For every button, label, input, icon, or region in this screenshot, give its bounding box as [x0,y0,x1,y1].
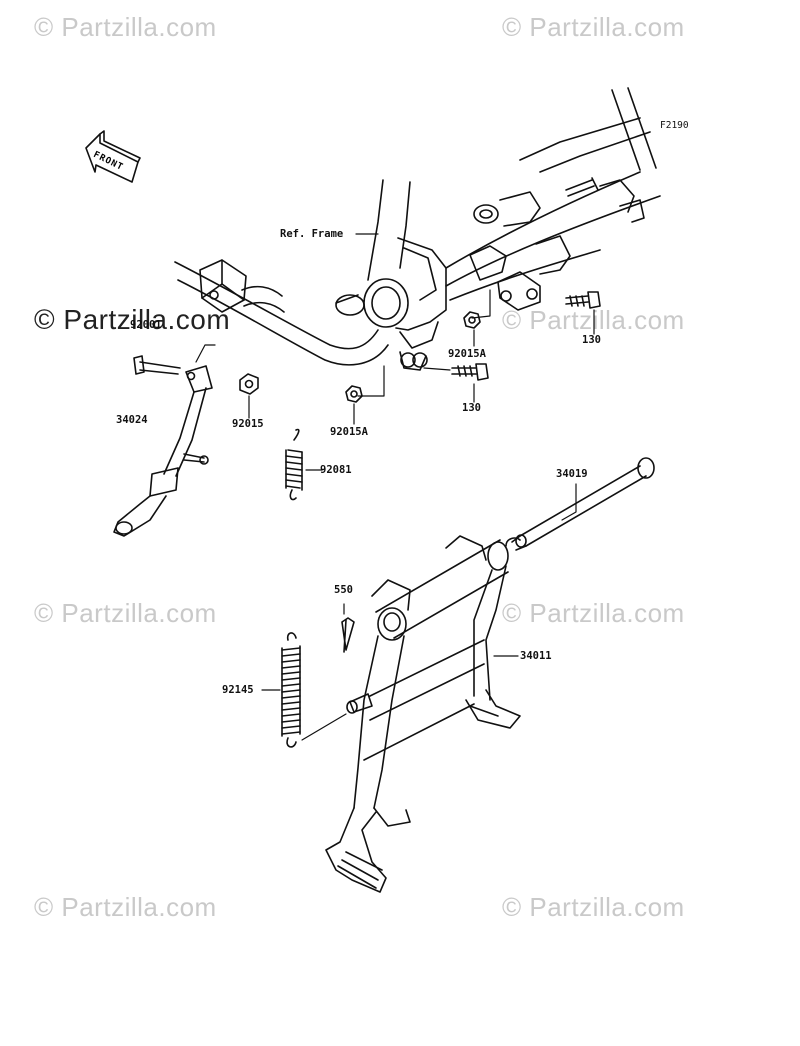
watermark: © Partzilla.com [34,892,217,922]
watermark: © Partzilla.com [502,598,685,628]
callout-92001: 92001 [130,319,162,331]
shaft-34019 [505,457,655,551]
watermark: © Partzilla.com [34,12,217,42]
nut-92015A-upper [463,289,491,347]
spring-92081 [285,428,323,501]
frame-assembly [174,87,661,371]
nut-92015A-lower [345,365,385,425]
callout-92015A-upper: 92015A [448,348,486,360]
callout-92081: 92081 [320,464,352,476]
front-arrow-icon [85,130,141,183]
bolt-130-lower [423,363,489,403]
callout-92015A-lower: 92015A [330,426,368,438]
callout-550: 550 [334,584,353,596]
spring-92145 [261,632,347,748]
cotter-pin-550 [341,603,355,653]
bolt-130-upper [565,291,601,335]
main-stand-34011 [325,535,521,893]
callout-34019: 34019 [556,468,588,480]
nut-92015 [239,373,259,419]
watermark: © Partzilla.com [502,892,685,922]
callout-ref-frame: Ref. Frame [280,228,344,240]
callout-130-upper: 130 [582,334,601,346]
side-stand-34024 [113,365,213,537]
watermark: © Partzilla.com [34,304,231,335]
watermark: © Partzilla.com [502,305,685,335]
figure-code: F2190 [660,120,689,131]
callout-34011: 34011 [520,650,552,662]
watermark: © Partzilla.com [34,598,217,628]
bolt-92001 [133,344,216,375]
watermark: © Partzilla.com [502,12,685,42]
callout-92145: 92145 [222,684,254,696]
callout-92015: 92015 [232,418,264,430]
callout-130-lower: 130 [462,402,481,414]
callout-34024: 34024 [116,414,148,426]
